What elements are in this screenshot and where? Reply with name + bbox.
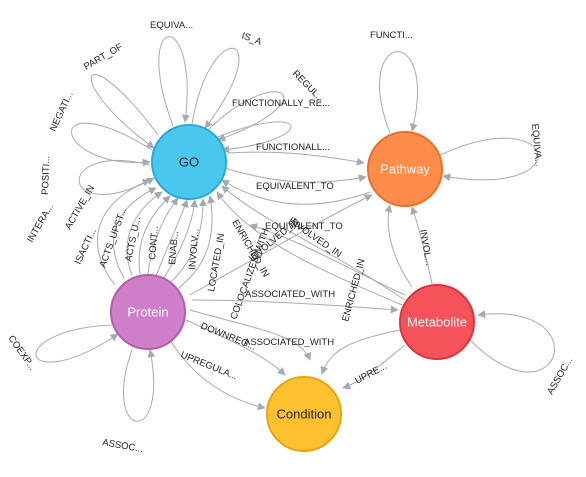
protein-loop-assoc[interactable] bbox=[123, 349, 156, 422]
edge-label: ASSOCIATED_WITH bbox=[245, 289, 335, 300]
go-loop-equiva[interactable] bbox=[158, 36, 190, 127]
protein-go-enab[interactable] bbox=[162, 199, 199, 280]
edge-label: ENRICHED_IN bbox=[340, 258, 367, 323]
go-loop-positi[interactable] bbox=[78, 160, 155, 195]
edge-label: INTERA... bbox=[25, 202, 56, 245]
node-label: Protein bbox=[127, 304, 168, 319]
go-loop-part-of[interactable] bbox=[90, 74, 159, 149]
edge-label: INVOLV... bbox=[187, 228, 202, 270]
protein-go-lower[interactable] bbox=[189, 309, 312, 361]
metabolite-loop-assoc[interactable] bbox=[469, 310, 555, 373]
edge-label: ISACTI... bbox=[73, 227, 99, 267]
edge-label: ASSOCIATED_WITH bbox=[244, 337, 334, 348]
edge-label: ACTS_U... bbox=[123, 216, 143, 263]
edge-label: ACTIVE_IN bbox=[63, 183, 97, 231]
pathway-go-equivalent-to[interactable] bbox=[221, 179, 371, 205]
node-label: GO bbox=[179, 154, 199, 169]
pathway-loop-equiva[interactable] bbox=[439, 137, 539, 182]
edge-label: FUNCTIONALLY_RE... bbox=[232, 98, 330, 109]
go-loop-functionally-re[interactable] bbox=[214, 121, 292, 154]
edge-label: INVOL... bbox=[417, 229, 434, 267]
node-protein[interactable]: Protein bbox=[110, 274, 186, 350]
node-label: Condition bbox=[277, 406, 332, 421]
protein-pathway-involved-in[interactable] bbox=[189, 194, 373, 296]
edge-label: ASSOC... bbox=[101, 437, 143, 455]
node-label: Pathway bbox=[380, 161, 430, 176]
metabolite-pathway-invol[interactable] bbox=[410, 206, 433, 285]
edge-label: COEXP... bbox=[6, 333, 38, 372]
protein-loop-coexp[interactable] bbox=[35, 324, 119, 363]
protein-go-intera[interactable] bbox=[97, 178, 151, 286]
edge-label: NEGATI... bbox=[48, 90, 76, 133]
protein-metabolite-associated-with[interactable] bbox=[191, 299, 399, 314]
edge-label: ENAB... bbox=[167, 231, 181, 266]
edge-label: ASSOC... bbox=[545, 355, 575, 396]
edge-label: EQUIVA... bbox=[150, 20, 193, 31]
protein-go-isacti[interactable] bbox=[126, 191, 163, 276]
node-label: Metabolite bbox=[407, 314, 467, 329]
edge-label: EQUIVALENT_TO bbox=[256, 181, 334, 192]
go-pathway-functionall[interactable] bbox=[227, 151, 365, 166]
metabolite-pathway-involved-in[interactable] bbox=[249, 223, 406, 296]
node-go[interactable]: GO bbox=[151, 124, 227, 200]
edge-label: POSITI... bbox=[40, 156, 52, 195]
protein-condition-downreg[interactable] bbox=[185, 319, 286, 376]
node-condition[interactable]: Condition bbox=[266, 376, 342, 452]
node-pathway[interactable]: Pathway bbox=[367, 131, 443, 207]
metabolite-pathway-enriched-in[interactable] bbox=[384, 204, 413, 288]
edge-label: FUNCTI... bbox=[370, 30, 413, 41]
nodes-layer: GO Pathway Protein Metabolite Condition bbox=[110, 124, 475, 452]
protein-go-cont[interactable] bbox=[155, 199, 189, 277]
edges-layer bbox=[35, 36, 555, 422]
protein-go-located-in[interactable] bbox=[175, 195, 216, 291]
protein-go-involv[interactable] bbox=[169, 198, 207, 284]
edge-label: IS_A bbox=[240, 30, 264, 48]
go-pathway-equivalent-to[interactable] bbox=[224, 167, 367, 183]
node-metabolite[interactable]: Metabolite bbox=[399, 284, 475, 360]
metabolite-go-enriched-in[interactable] bbox=[216, 191, 403, 306]
pathway-loop-functi[interactable] bbox=[379, 51, 418, 134]
protein-go-acts-upst[interactable] bbox=[138, 195, 171, 275]
protein-go-acts-u[interactable] bbox=[147, 197, 179, 275]
go-loop-negati[interactable] bbox=[71, 122, 153, 167]
edge-label: EQUIVA... bbox=[529, 123, 544, 167]
edge-label: UPREGULA... bbox=[179, 350, 239, 383]
edge-label: PART_OF bbox=[82, 42, 125, 73]
edge-label: CONT... bbox=[147, 226, 161, 261]
go-loop-regul[interactable] bbox=[207, 91, 285, 142]
metabolite-condition-associated-with[interactable] bbox=[320, 329, 401, 375]
go-loop-is-a[interactable] bbox=[191, 47, 240, 129]
protein-condition-upregula[interactable] bbox=[169, 339, 266, 411]
edge-label: UPRE... bbox=[353, 361, 388, 387]
metabolite-condition-upre[interactable] bbox=[342, 344, 406, 390]
protein-go-active-in[interactable] bbox=[113, 187, 157, 279]
edge-label: FUNCTIONALL... bbox=[256, 142, 330, 153]
edge-label: EQUIVALENT_TO bbox=[265, 221, 343, 232]
